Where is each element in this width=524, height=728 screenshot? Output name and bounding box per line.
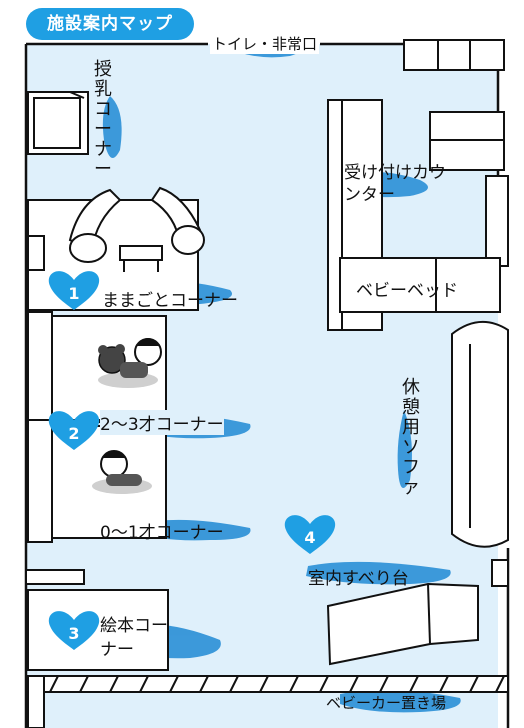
stroller-rack — [27, 675, 509, 728]
corner-1-label: ままごとコーナー — [102, 291, 238, 311]
marker-4-number: 4 — [304, 528, 316, 547]
stroller-area-label: ベビーカー置き場 — [326, 694, 447, 712]
corner-0-1-label: 0〜1才コーナー — [100, 523, 224, 543]
marker-3 — [48, 611, 100, 650]
corner-3-label: 絵本コーナー — [100, 616, 168, 660]
child-illustration-0-1 — [92, 450, 152, 494]
marker-1-number: 1 — [68, 284, 80, 303]
toilet-exit-label: トイレ・非常口 — [210, 33, 320, 54]
reception-label: 受け付けカウンター — [344, 163, 446, 205]
rest-sofa-label: 休憩用ソファ — [402, 377, 420, 498]
reception-counter — [327, 99, 509, 331]
marker-2 — [48, 411, 100, 450]
rest-sofa — [451, 320, 509, 587]
picture-book-area — [25, 569, 169, 671]
marker-2-number: 2 — [68, 424, 80, 443]
marker-4 — [284, 515, 336, 554]
marker-3-number: 3 — [68, 624, 80, 643]
nursing-booth — [27, 91, 89, 155]
cabinet-top-right — [403, 39, 505, 71]
child-illustration-2-3 — [98, 338, 162, 388]
corner-2-label: 2〜3才コーナー — [100, 410, 224, 435]
corner-markers — [48, 271, 336, 650]
marker-1 — [48, 271, 100, 310]
corner-4-label: 室内すべり台 — [308, 569, 409, 589]
baby-bed-label: ベビーベッド — [356, 281, 458, 301]
nursing-corner-label: 授乳コーナー — [94, 59, 112, 180]
map-title: 施設案内マップ — [26, 8, 194, 40]
baby-bed — [339, 257, 501, 313]
indoor-slide — [326, 582, 479, 666]
